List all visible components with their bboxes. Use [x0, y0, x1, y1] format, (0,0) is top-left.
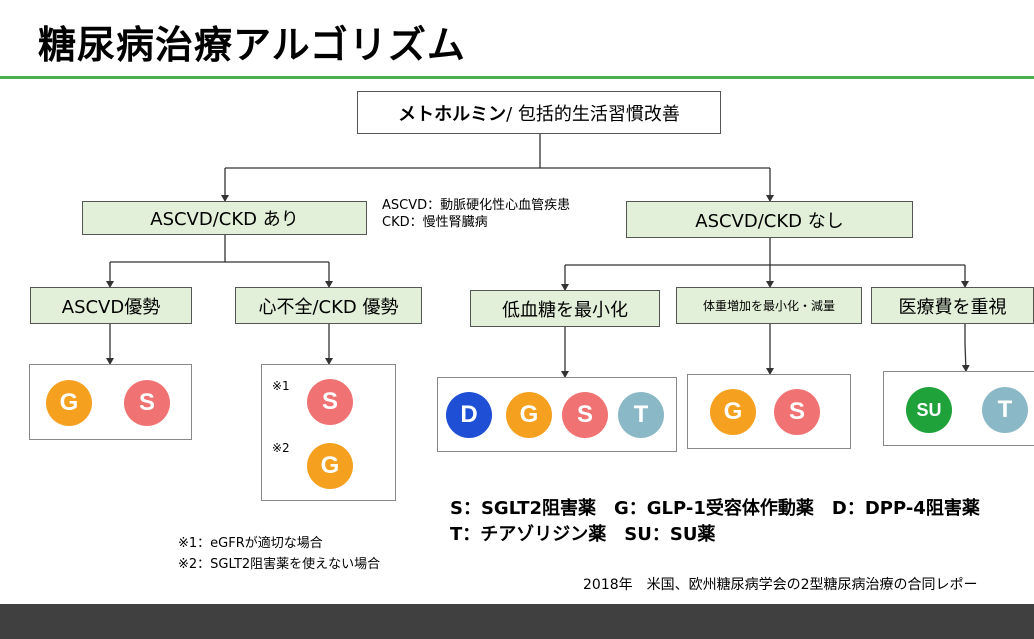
sub-ascvd-dominant: ASCVD優勢	[30, 287, 192, 324]
sub-ascvd-dominant-label: ASCVD優勢	[61, 296, 161, 318]
drug-circle-g: G	[506, 392, 552, 438]
branch-ascvd-ckd-no: ASCVD/CKD なし	[626, 201, 913, 238]
drug-circle-g: G	[46, 380, 92, 426]
drugs-weight-loss: G S	[687, 374, 851, 449]
sub-hf-ckd-dominant: 心不全/CKD 優勢	[235, 287, 422, 324]
mark-1: ※1	[272, 379, 290, 393]
drug-circle-t: T	[618, 392, 664, 438]
mark-2: ※2	[272, 441, 290, 455]
sub-hf-ckd-label: 心不全/CKD 優勢	[258, 296, 399, 318]
sub-weight-loss: 体重増加を最小化・減量	[676, 287, 862, 324]
def-ascvd: ASCVD：動脈硬化性心血管疾患	[382, 198, 571, 213]
drug-circle-s: S	[307, 379, 353, 425]
drugs-min-hypoglycemia: D G S T	[437, 377, 677, 452]
title-divider	[0, 76, 1034, 79]
drug-circle-g: G	[710, 389, 756, 435]
metformin-box: メトホルミン / 包括的生活習慣改善	[357, 91, 721, 134]
drug-circle-s: S	[562, 392, 608, 438]
source-citation: 2018年 米国、欧州糖尿病学会の2型糖尿病治療の合同レポー	[583, 577, 978, 593]
branch-no-label: ASCVD/CKD なし	[695, 210, 844, 232]
legend-line-2: T：チアゾリジン薬 SU：SU薬	[450, 524, 716, 545]
note-2: ※2：SGLT2阻害薬を使えない場合	[178, 557, 381, 572]
drug-circle-s: S	[774, 389, 820, 435]
footer-bar	[0, 604, 1034, 639]
legend-line-1: S：SGLT2阻害薬 G：GLP-1受容体作動薬 D：DPP-4阻害薬	[450, 498, 980, 519]
drugs-ascvd-dominant: G S	[29, 364, 192, 440]
sub-cost-label: 医療費を重視	[898, 296, 1007, 318]
def-ckd: CKD：慢性腎臓病	[382, 215, 488, 230]
connector-to-drugs-cost	[961, 324, 970, 372]
branch-yes-label: ASCVD/CKD あり	[150, 209, 299, 230]
drug-circle-t: T	[982, 387, 1028, 433]
drugs-cost: SU T	[883, 371, 1034, 446]
sub-cost: 医療費を重視	[871, 287, 1034, 324]
drug-legend: S：SGLT2阻害薬 G：GLP-1受容体作動薬 D：DPP-4阻害薬 T：チア…	[450, 496, 980, 548]
drug-circle-su: SU	[906, 387, 952, 433]
sub-min-hypoglycemia: 低血糖を最小化	[470, 290, 660, 327]
sub-weight-label: 体重増加を最小化・減量	[702, 299, 835, 313]
drug-circle-s: S	[124, 380, 170, 426]
lifestyle-label: / 包括的生活習慣改善	[506, 103, 680, 125]
drug-circle-g: G	[307, 443, 353, 489]
drugs-hf-ckd-dominant: ※1 S ※2 G	[261, 364, 396, 501]
branch-ascvd-ckd-yes: ASCVD/CKD あり	[82, 201, 367, 235]
metformin-label: メトホルミン	[398, 103, 507, 125]
drug-circle-d: D	[446, 392, 492, 438]
sub-min-hypo-label: 低血糖を最小化	[502, 299, 628, 321]
note-1: ※1：eGFRが適切な場合	[178, 536, 323, 551]
definitions: ASCVD：動脈硬化性心血管疾患 CKD：慢性腎臓病	[382, 197, 570, 231]
page-title: 糖尿病治療アルゴリズム	[38, 23, 466, 67]
